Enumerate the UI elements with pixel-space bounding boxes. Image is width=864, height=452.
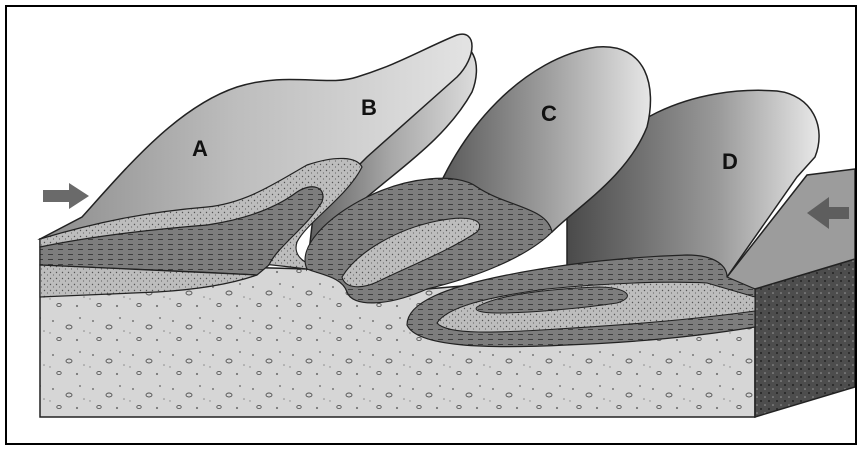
figure-frame: A B C D xyxy=(5,5,857,445)
fold-block-diagram: A B C D xyxy=(7,7,855,443)
fold-label-d: D xyxy=(722,149,738,174)
compression-arrow-left-icon xyxy=(43,183,89,209)
fold-label-c: C xyxy=(541,101,557,126)
fold-label-a: A xyxy=(192,136,208,161)
fold-label-b: B xyxy=(361,95,377,120)
